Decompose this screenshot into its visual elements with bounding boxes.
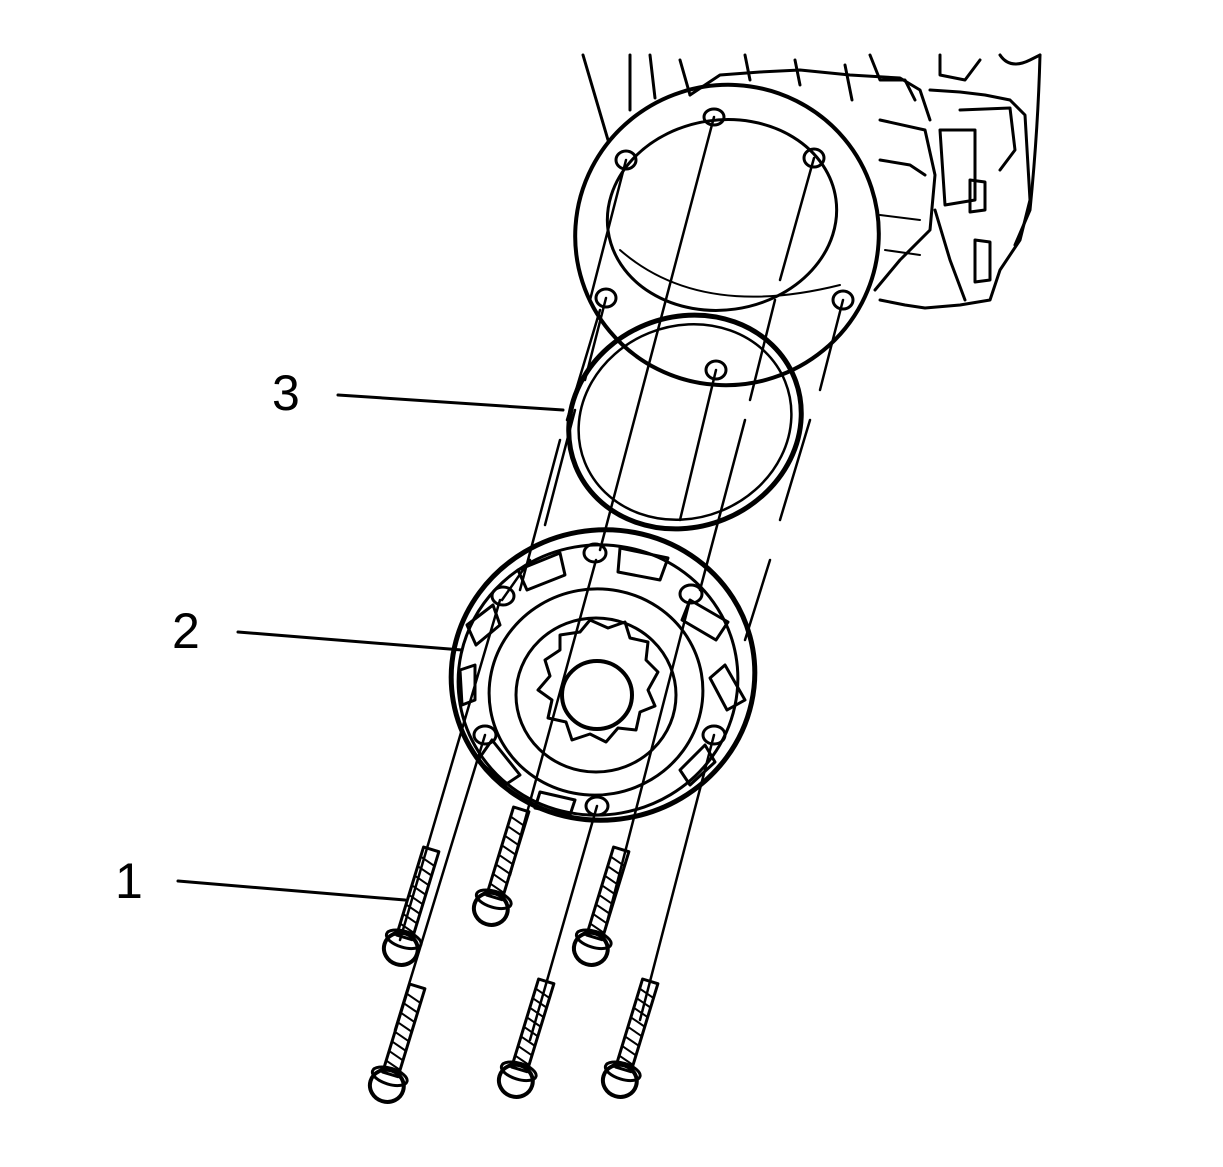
- callout-3-leader: [336, 393, 565, 412]
- callout-1: 1: [115, 853, 407, 909]
- callout-2: 2: [172, 603, 464, 659]
- bolt: [367, 982, 427, 1104]
- callout-3-label: 3: [272, 365, 300, 421]
- callout-2-leader: [236, 630, 464, 652]
- callout-1-leader: [176, 879, 407, 902]
- alignment-lines: [393, 115, 845, 1042]
- bolt: [600, 977, 660, 1099]
- damper-slots: [458, 546, 747, 817]
- bolt: [496, 977, 556, 1099]
- bolt: [471, 805, 531, 927]
- bolt: [571, 845, 631, 967]
- bolt: [381, 845, 441, 967]
- callout-3: 3: [272, 365, 565, 421]
- damper-hub: [448, 527, 758, 823]
- o-ring: [566, 312, 804, 532]
- callout-1-label: 1: [115, 853, 143, 909]
- bolts: [367, 805, 660, 1104]
- callout-2-label: 2: [172, 603, 200, 659]
- flange-bolt-holes: [594, 107, 855, 381]
